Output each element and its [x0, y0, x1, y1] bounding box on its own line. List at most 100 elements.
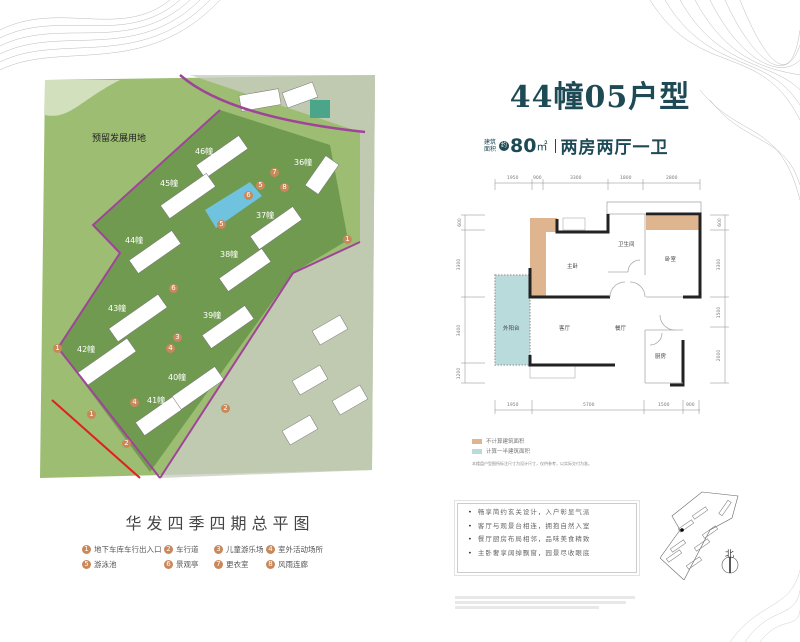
legend-label: 儿童游乐场 — [226, 545, 264, 554]
key-item: 不计算建筑面积 — [472, 437, 530, 445]
building-label-39: 39幢 — [203, 311, 222, 320]
area-label-line2: 面积 — [484, 145, 497, 153]
building-label-44: 44幢 — [125, 236, 144, 245]
map-badge: 6 — [244, 191, 253, 200]
building-label-45: 45幢 — [160, 179, 179, 188]
walls — [528, 212, 702, 387]
dimension-lines — [461, 179, 729, 414]
key-swatch — [472, 438, 482, 444]
interior-walls — [608, 214, 683, 384]
site-greenery — [58, 110, 348, 472]
key-label: 计算一半建筑面积 — [486, 449, 531, 455]
legend-badge: 6 — [164, 560, 173, 569]
dim-top: 900 — [533, 176, 542, 181]
map-badge: 2 — [221, 404, 230, 413]
features-box: 畅享简约玄关设计，入户彰显气派 客厅与观景台相连，拥抱自然入室 餐厅厨房布局相邻… — [454, 500, 640, 576]
building-label-42: 42幢 — [77, 345, 96, 354]
legend-badge: 1 — [82, 545, 91, 554]
dim-right: 2000 — [717, 349, 723, 362]
area-info: 建筑面积 约 80 ㎡ 两房两厅一卫 — [484, 133, 669, 159]
dim-right: 600 — [717, 218, 723, 227]
legend-label: 室外活动场所 — [278, 545, 323, 554]
room-balcony: 外阳台 — [503, 326, 520, 332]
key-item: 计算一半建筑面积 — [472, 447, 530, 455]
building-label-43: 43幢 — [108, 304, 127, 313]
map-badge: 7 — [270, 168, 279, 177]
feature-item: 畅享简约玄关设计，入户彰显气派 — [468, 506, 636, 520]
building-label-46: 46幢 — [195, 147, 214, 156]
fine-print — [455, 596, 635, 609]
dim-top: 3300 — [570, 176, 582, 181]
room-living: 客厅 — [559, 326, 571, 332]
area-key: 不计算建筑面积 计算一半建筑面积 — [472, 437, 530, 457]
area-label: 建筑面积 — [484, 139, 498, 153]
legend-label: 地下车库车行出入口 — [94, 545, 162, 554]
site-plan-map — [40, 74, 375, 479]
legend-label: 风雨连廊 — [278, 560, 308, 569]
reserved-land-label: 预留发展用地 — [92, 134, 147, 144]
feature-item: 餐厅厨房布局相邻，品味美食精致 — [468, 533, 636, 547]
dim-bottom: 900 — [686, 403, 695, 408]
ac-unit — [562, 217, 586, 231]
unit-title: 44幢05户型 — [509, 80, 691, 115]
site-boundary-right — [159, 241, 361, 479]
dim-right: 1500 — [717, 306, 723, 319]
building-label-40: 40幢 — [168, 373, 187, 382]
decorative-swirl-top-right — [649, 0, 800, 201]
feature-item: 客厅与观景台相连，拥抱自然入室 — [468, 520, 636, 534]
legend-label: 景观亭 — [176, 560, 199, 569]
dim-bottom: 1950 — [507, 403, 519, 408]
layout-type: 两房两厅一卫 — [560, 138, 669, 158]
legend-badge: 7 — [214, 560, 223, 569]
dim-top: 1800 — [620, 176, 632, 181]
dim-left: 600 — [457, 218, 463, 227]
divider — [555, 138, 557, 153]
dim-bottom: 1500 — [658, 403, 670, 408]
map-badge: 6 — [169, 284, 178, 293]
dim-top: 2800 — [666, 176, 678, 181]
building-label-38: 38幢 — [220, 250, 239, 259]
buildings — [77, 81, 369, 446]
room-dining: 餐厅 — [615, 326, 627, 332]
key-plan — [660, 491, 739, 580]
road-boundary-top — [179, 74, 366, 134]
key-swatch — [472, 448, 482, 454]
red-road-line — [51, 399, 141, 479]
dim-left: 3400 — [457, 324, 463, 337]
feature-item: 主卧奢享阔绰飘窗，园景尽收眼底 — [468, 547, 636, 561]
area-unit: ㎡ — [536, 139, 548, 153]
room-bathroom: 卫生间 — [618, 242, 635, 248]
unit-location-marker — [680, 528, 684, 532]
map-badge: 4 — [130, 398, 139, 407]
room-master-bedroom: 主卧 — [567, 264, 579, 270]
dim-bottom: 5700 — [583, 403, 595, 408]
area-label-line1: 建筑 — [484, 138, 497, 146]
building-label-41: 41幢 — [147, 396, 166, 405]
map-badge: 1 — [53, 344, 62, 353]
building-label-37: 37幢 — [256, 211, 275, 220]
dim-left: 3300 — [457, 258, 463, 271]
key-label: 不计算建筑面积 — [486, 439, 525, 445]
key-plan-outline — [660, 491, 739, 580]
map-badge: 3 — [173, 333, 182, 342]
bay-window-excluded-area — [530, 218, 557, 297]
site-plan-title: 华发四季四期总平图 — [125, 514, 315, 533]
decorative-swirl-bottom-right — [729, 569, 800, 642]
balcony-half-area — [494, 274, 531, 366]
legend-label: 更衣室 — [226, 560, 249, 569]
area-value: 80 — [510, 134, 537, 157]
decorative-swirl-top-left — [0, 0, 221, 71]
map-badge: 2 — [122, 439, 131, 448]
map-badge: 4 — [166, 344, 175, 353]
